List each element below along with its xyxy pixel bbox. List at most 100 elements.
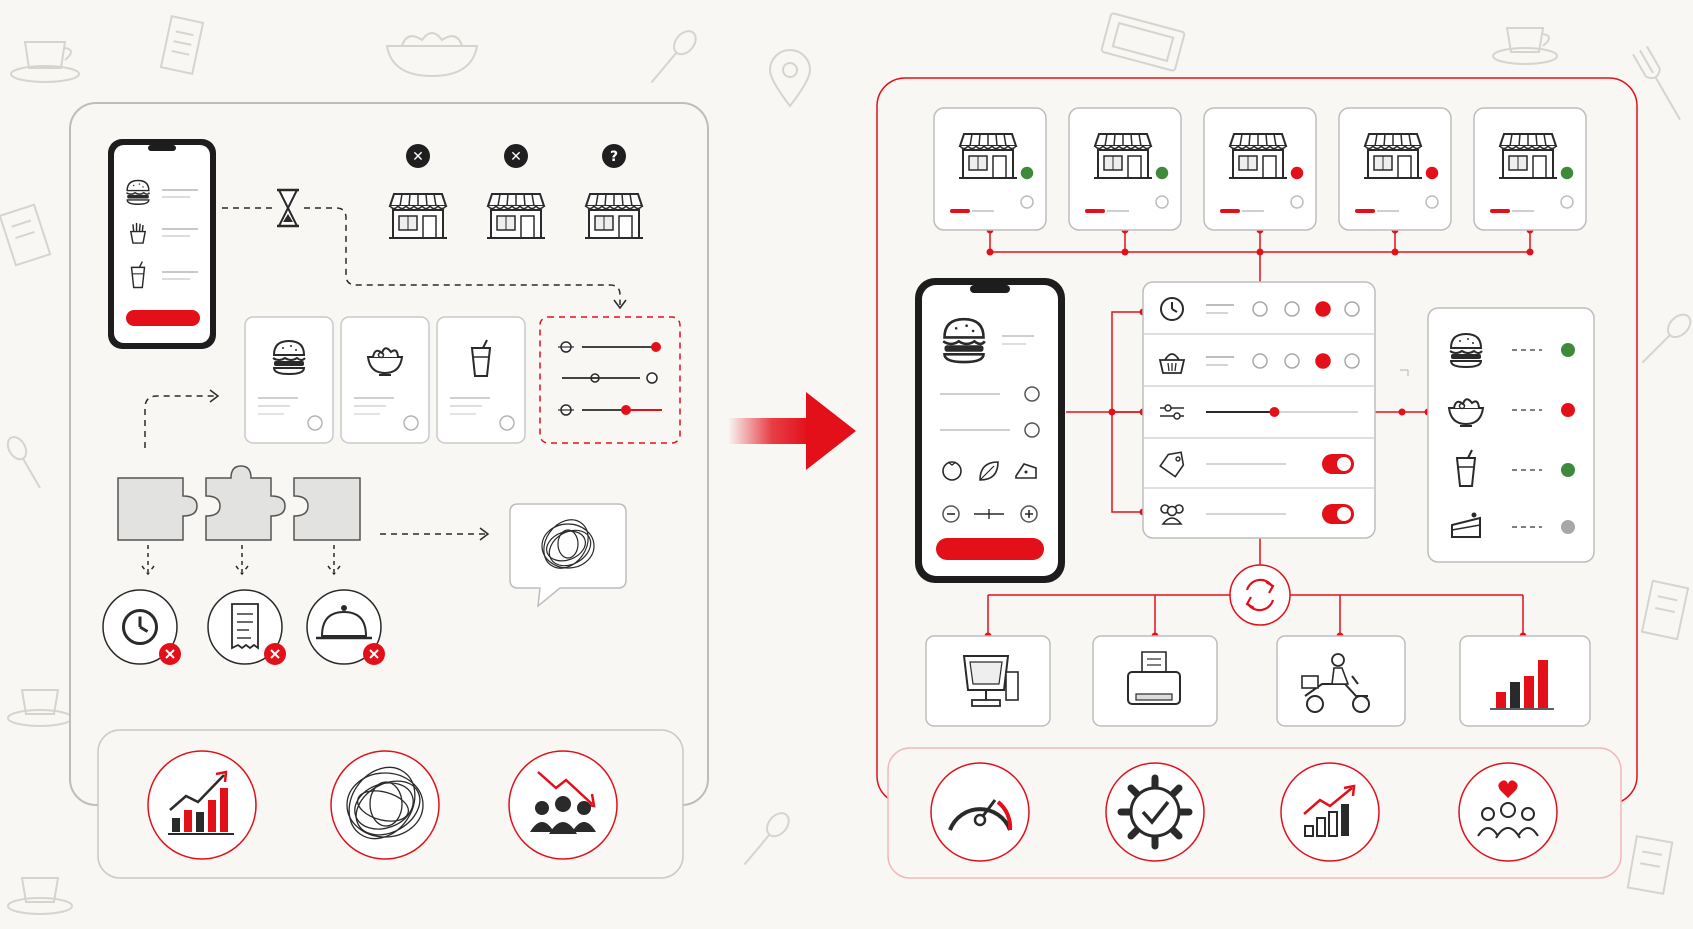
analytics-chart-icon (1490, 660, 1554, 710)
modern-store-cards (933, 107, 1587, 231)
adjust-slider-thumb[interactable] (1269, 407, 1280, 417)
cheese-icon (1015, 463, 1037, 479)
happy-customers-icon (1458, 762, 1558, 862)
spoon-doodle-icon (6, 436, 41, 489)
store-select-radio[interactable] (1290, 195, 1304, 209)
integration-receipt-printer (1092, 635, 1218, 727)
store-icon (1228, 133, 1288, 179)
failure-food-delivery (306, 589, 385, 665)
coffee-cup-doodle-icon (7, 877, 73, 915)
radio-option[interactable] (1252, 353, 1268, 369)
legacy-slider-2-thumb[interactable] (646, 372, 658, 384)
legacy-panel: ✕ ✕ ? (69, 102, 709, 879)
legacy-order-button[interactable] (126, 310, 200, 326)
coffee-cup-doodle-icon (10, 41, 80, 83)
spoon-doodle-icon (650, 30, 697, 84)
legacy-menu-card-burger (244, 316, 334, 444)
store-select-radio[interactable] (1560, 195, 1574, 209)
basket-radio-group (1252, 353, 1360, 369)
integration-pos-terminal (925, 635, 1051, 727)
modern-store-card (1203, 107, 1317, 231)
legacy-phone (108, 139, 216, 349)
radio-option[interactable] (1315, 301, 1331, 317)
legacy-slider-3-thumb[interactable] (621, 405, 631, 415)
radio-option[interactable] (1315, 353, 1331, 369)
modern-store-card (933, 107, 1047, 231)
sync-icon[interactable] (1229, 564, 1291, 626)
pos-terminal-icon (962, 655, 1019, 707)
notepad-doodle-icon (1626, 835, 1674, 895)
spoon-doodle-icon (1641, 313, 1692, 364)
availability-row-cake (1451, 511, 1575, 538)
puzzle-piece-1 (117, 477, 198, 541)
spoon-doodle-icon (743, 812, 790, 866)
groups-toggle[interactable] (1322, 504, 1354, 524)
availability-status-indicator (1561, 520, 1575, 534)
growth-chart-icon (1280, 762, 1380, 862)
tangle-icon (541, 519, 595, 569)
store-status-indicator (1154, 165, 1170, 181)
availability-panel (1400, 307, 1595, 563)
availability-status-indicator (1561, 343, 1575, 357)
config-panel (1142, 281, 1376, 539)
store-icon (1498, 133, 1558, 179)
clock-icon (122, 609, 158, 645)
store-icon (1363, 133, 1423, 179)
clock-icon (1160, 297, 1184, 321)
modern-store-card (1473, 107, 1587, 231)
phone-option-radio-2[interactable] (1024, 422, 1040, 438)
hours-radio-group (1252, 301, 1360, 317)
notepad-doodle-icon (159, 15, 205, 75)
radio-option[interactable] (1344, 301, 1360, 317)
menu-card-select-radio[interactable] (307, 415, 323, 431)
modern-phone (915, 278, 1065, 583)
fork-doodle-icon (1632, 45, 1681, 121)
store-select-radio[interactable] (1425, 195, 1439, 209)
tangle-icon (330, 750, 440, 860)
radio-option[interactable] (1344, 353, 1360, 369)
store-status-indicator (1424, 165, 1440, 181)
coffee-cup-doodle-icon (1492, 27, 1558, 65)
config-row-basket (1159, 353, 1360, 374)
menu-card-select-radio[interactable] (499, 415, 515, 431)
cloche-icon (316, 605, 372, 640)
store-3-status-badge: ? (602, 144, 626, 168)
promotions-toggle[interactable] (1322, 454, 1354, 474)
store-status-indicator (1289, 165, 1305, 181)
legacy-store-1 (388, 193, 448, 239)
transition-arrow (728, 392, 856, 470)
puzzle-piece-3 (293, 477, 361, 541)
store-icon (1093, 133, 1153, 179)
radio-option[interactable] (1284, 301, 1300, 317)
availability-row-drink (1456, 449, 1575, 487)
delivery-scooter-icon (1301, 653, 1370, 713)
declining-customers-icon (508, 750, 618, 860)
menu-card-select-radio[interactable] (403, 415, 419, 431)
legacy-outcomes (97, 729, 684, 879)
failure-wait-time (102, 589, 181, 665)
confusion-speech-bubble (509, 503, 627, 608)
legacy-slider-1-thumb[interactable] (651, 342, 661, 352)
radio-option[interactable] (1284, 353, 1300, 369)
puzzle-piece-2 (205, 465, 286, 541)
config-row-hours (1160, 297, 1360, 321)
phone-option-radio-1[interactable] (1024, 386, 1040, 402)
coffee-cup-doodle-icon (7, 689, 73, 727)
failure-order-receipt (207, 589, 286, 665)
store-select-radio[interactable] (1020, 195, 1034, 209)
store-2-status-text: ✕ (510, 149, 522, 165)
modern-order-button[interactable] (936, 538, 1044, 560)
store-1-status-badge: ✕ (406, 144, 430, 168)
legacy-settings-box (539, 316, 681, 444)
receipt-printer-icon (1127, 651, 1181, 705)
modern-store-card (1068, 107, 1182, 231)
gear-check-icon (1105, 762, 1205, 862)
rising-cost-chart-icon (147, 750, 257, 860)
config-row-adjust (1159, 404, 1358, 420)
config-row-groups (1160, 504, 1354, 525)
store-select-radio[interactable] (1155, 195, 1169, 209)
store-3-status-text: ? (610, 149, 618, 165)
radio-option[interactable] (1252, 301, 1268, 317)
legacy-store-3 (584, 193, 644, 239)
